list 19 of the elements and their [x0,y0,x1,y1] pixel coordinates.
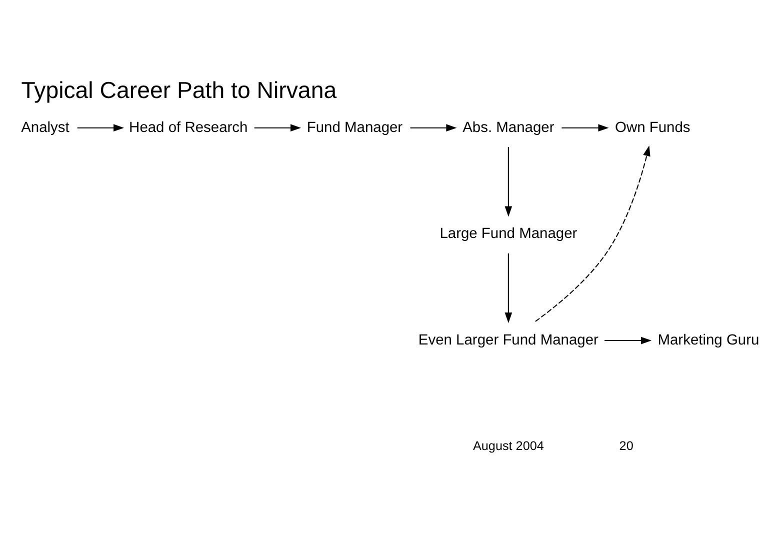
label: 20 [619,438,634,453]
arrow [410,124,457,132]
arrow [504,252,512,323]
node-text: Large Fund Manager [440,226,578,242]
arrow [254,124,302,132]
node-text: Head of Research [129,119,248,136]
node-text: Own Funds [615,119,690,136]
node-text: Fund Manager [306,119,403,136]
node-text: Marketing Guru [658,332,760,348]
arrow [77,124,124,132]
arrow [562,124,609,132]
label: August 2004 [472,438,544,453]
arrow [535,145,650,322]
node-text: Abs. Manager [462,119,554,136]
node-text: Even Larger Fund Manager [418,332,598,348]
arrow [504,146,512,216]
arrow [604,336,652,344]
node-text: Analyst [21,119,70,136]
diagram-title: Typical Career Path to Nirvana [21,76,337,102]
